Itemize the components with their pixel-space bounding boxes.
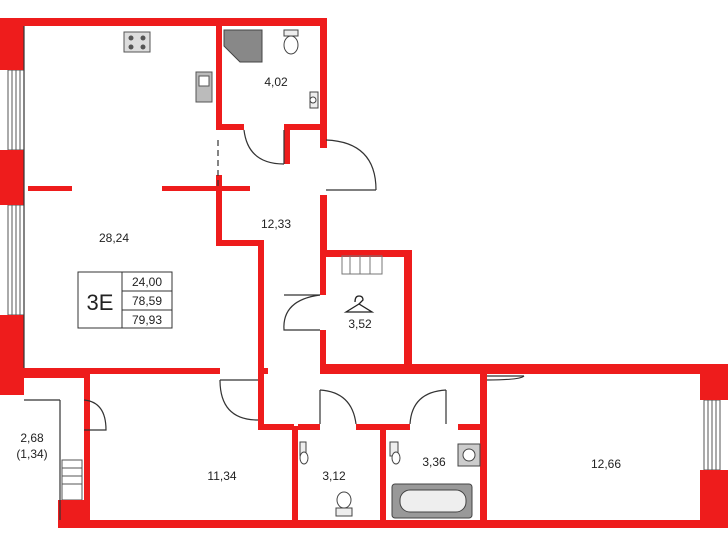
stove-icon xyxy=(123,31,151,53)
apartment-info: 3E 24,00 78,59 79,93 xyxy=(77,271,173,329)
walls xyxy=(0,18,728,528)
room-area-wardrobe: 3,52 xyxy=(348,317,372,331)
room-area-bedroom-left: 11,34 xyxy=(207,469,236,483)
door-swings xyxy=(83,129,525,431)
room-area-balcony: 2,68 xyxy=(20,431,44,445)
room-area-wc-small: 3,12 xyxy=(322,469,346,483)
bathtub-icon xyxy=(391,483,473,519)
room-area-wc-top: 4,02 xyxy=(264,75,288,89)
area-living: 24,00 xyxy=(132,275,162,289)
fixtures xyxy=(123,29,481,519)
room-labels: 28,24 4,02 12,33 3,52 2,68 (1,34) 11,34 … xyxy=(16,75,621,483)
interior-lines xyxy=(23,26,219,520)
room-area-bathroom: 3,36 xyxy=(422,455,446,469)
kitchen-sink-icon xyxy=(195,71,213,103)
shower-tray-icon xyxy=(223,29,263,63)
room-area-bedroom-right: 12,66 xyxy=(591,457,621,471)
washbasin-icon xyxy=(309,91,319,109)
wardrobe-rail-icon xyxy=(341,255,383,275)
toilet-small-icon xyxy=(299,441,353,517)
washing-machine-icon xyxy=(457,443,481,467)
room-area-hall: 12,33 xyxy=(261,217,291,231)
toilet-icon xyxy=(283,29,299,55)
apartment-code: 3E xyxy=(87,290,114,315)
room-area-living: 28,24 xyxy=(99,231,129,245)
bath-sink-icon xyxy=(389,441,401,465)
area-total-with-balcony: 79,93 xyxy=(132,313,162,327)
hanger-icon xyxy=(343,295,375,313)
area-total: 78,59 xyxy=(132,294,162,308)
room-area-balcony-reduced: (1,34) xyxy=(16,447,47,461)
